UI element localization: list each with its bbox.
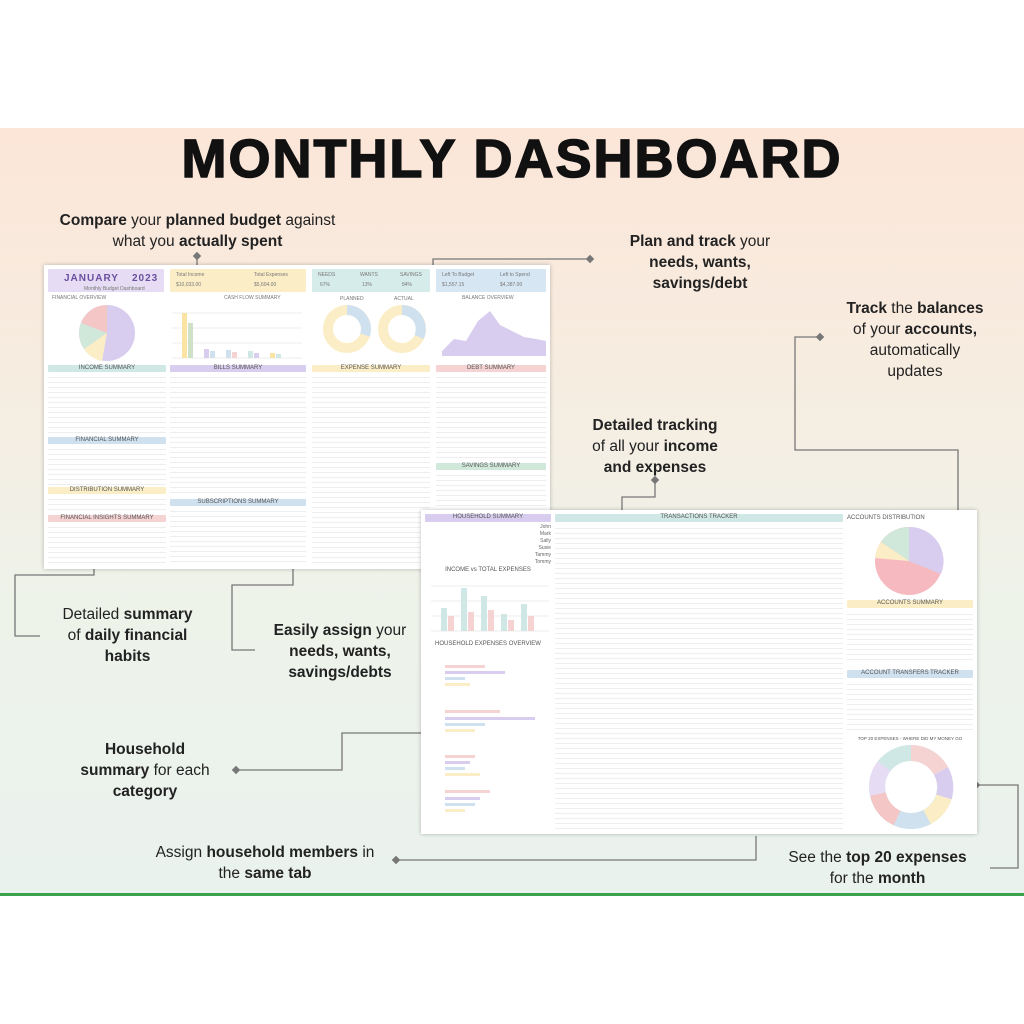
transactions-title: TRANSACTIONS TRACKER: [660, 514, 738, 520]
member-name: John: [540, 524, 551, 530]
wants-pct: 13%: [362, 282, 373, 288]
wants-label: WANTS: [360, 272, 378, 278]
dashboard-subtitle: Monthly Budget Dashboard: [84, 286, 145, 292]
financial-insights-title: FINANCIAL INSIGHTS SUMMARY: [60, 515, 154, 521]
left-to-budget-label: Left To Budget: [442, 272, 475, 278]
bills-summary-title: BILLS SUMMARY: [213, 365, 263, 371]
income-summary-title: INCOME SUMMARY: [78, 365, 136, 371]
member-name: Sally: [540, 538, 551, 544]
needs-pct: 67%: [320, 282, 331, 288]
annotation-top20: See the top 20 expenses for the month: [788, 849, 967, 887]
household-members-list: John Mark Sally Susie Tammy Tommy: [441, 524, 551, 566]
savings-pct: 84%: [402, 282, 413, 288]
income-vs-expenses-chart: [431, 585, 549, 632]
financial-overview-title: FINANCIAL OVERVIEW: [52, 295, 107, 301]
expense-summary-title: EXPENSE SUMMARY: [340, 365, 402, 371]
accounts-summary-header: [847, 600, 973, 608]
debt-summary-title: DEBT SUMMARY: [466, 365, 516, 371]
expense-table: [312, 373, 430, 563]
annotation-household-summary: Household summary for each category: [80, 741, 210, 800]
annotation-easily-assign: Easily assign your needs, wants,savings/…: [273, 622, 407, 681]
planned-actual-donuts: [323, 305, 426, 353]
income-table: [48, 373, 166, 433]
top20-title: TOP 20 EXPENSES - WHERE DID MY MONEY GO: [857, 736, 963, 741]
needs-wants-header: [312, 269, 430, 292]
savings-summary-title: SAVINGS SUMMARY: [461, 463, 521, 469]
left-budget-header: [436, 269, 546, 292]
annotation-balances: Track the balances of your accounts, aut…: [846, 300, 984, 380]
account-transfers-header: [847, 670, 973, 678]
balance-overview-chart: [442, 311, 546, 356]
page-title: MONTHLY DASHBOARD: [181, 128, 843, 190]
bills-summary-header: [170, 365, 306, 372]
accounts-distribution-pie: [875, 526, 944, 595]
insights-table: [48, 523, 166, 563]
savings-label: SAVINGS: [400, 272, 422, 278]
total-income-value: $10,033.00: [176, 282, 202, 288]
planned-title: PLANNED: [340, 296, 364, 302]
account-transfers-table: [847, 680, 973, 730]
transactions-header: [555, 514, 843, 522]
subscriptions-summary-title: SUBSCRIPTIONS SUMMARY: [197, 499, 279, 505]
household-expenses-title: HOUSEHOLD EXPENSES OVERVIEW: [435, 641, 541, 647]
household-summary-header: [425, 514, 551, 522]
debt-summary-header: [436, 365, 546, 372]
financial-summary-title: FINANCIAL SUMMARY: [75, 437, 139, 443]
account-transfers-title: ACCOUNT TRANSFERS TRACKER: [861, 670, 959, 676]
left-to-budget-value: $1,557.15: [442, 282, 465, 288]
top20-donut: [869, 745, 954, 829]
distribution-summary-title: DISTRIBUTION SUMMARY: [69, 487, 145, 493]
annotation-compare-budget: Compare your planned budget against what…: [59, 212, 336, 250]
financial-summary-table: [48, 445, 166, 485]
balance-overview-title: BALANCE OVERVIEW: [462, 295, 514, 301]
monthly-dashboard-sheet: JANUARY 2023 Monthly Budget Dashboard To…: [44, 265, 550, 569]
member-name: Tammy: [534, 552, 551, 558]
income-summary-header: [48, 365, 166, 372]
expense-summary-header: [312, 365, 430, 372]
transactions-table: [555, 524, 843, 830]
savings-summary-header: [436, 463, 546, 470]
household-expenses-chart: [445, 665, 535, 812]
distribution-table: [48, 495, 166, 513]
month-header: [48, 269, 164, 292]
financial-insights-header: [48, 515, 166, 522]
divider-line: [0, 893, 1024, 896]
annotation-daily-summary: Detailed summary of daily financial habi…: [62, 606, 193, 665]
member-name: Susie: [538, 545, 551, 551]
left-to-spend-value: $4,387.00: [500, 282, 523, 288]
totals-header: [170, 269, 306, 292]
distribution-summary-header: [48, 487, 166, 494]
debt-table: [436, 373, 546, 461]
accounts-distribution-title: ACCOUNTS DISTRIBUTION: [847, 515, 925, 521]
annotation-plan-track: Plan and track your needs, wants,savings…: [629, 233, 771, 292]
actual-title: ACTUAL: [394, 296, 414, 302]
left-to-spend-label: Left to Spend: [500, 272, 530, 278]
member-name: Tommy: [534, 559, 551, 565]
household-summary-title: HOUSEHOLD SUMMARY: [452, 514, 524, 520]
month-label: JANUARY: [64, 273, 119, 284]
total-expenses-value: $5,604.00: [254, 282, 277, 288]
annotation-detailed-tracking: Detailed tracking of all your income and…: [592, 417, 718, 476]
annotation-household-members: Assign household members in the same tab: [155, 844, 375, 882]
cash-flow-title: CASH FLOW SUMMARY: [224, 295, 281, 301]
transactions-sheet: HOUSEHOLD SUMMARY John Mark Sally Susie …: [421, 510, 977, 834]
income-vs-expenses-title: INCOME vs TOTAL EXPENSES: [445, 567, 531, 573]
accounts-table: [847, 610, 973, 662]
accounts-summary-title: ACCOUNTS SUMMARY: [877, 600, 943, 606]
total-income-label: Total Income: [176, 272, 205, 278]
year-label: 2023: [132, 273, 159, 284]
financial-summary-header: [48, 437, 166, 444]
subscriptions-table: [170, 507, 306, 563]
financial-overview-pie: [79, 305, 135, 361]
total-expenses-label: Total Expenses: [254, 272, 288, 278]
member-name: Mark: [539, 531, 551, 537]
subscriptions-summary-header: [170, 499, 306, 506]
cash-flow-chart: [172, 312, 302, 359]
needs-label: NEEDS: [318, 272, 336, 278]
bills-table: [170, 373, 306, 493]
